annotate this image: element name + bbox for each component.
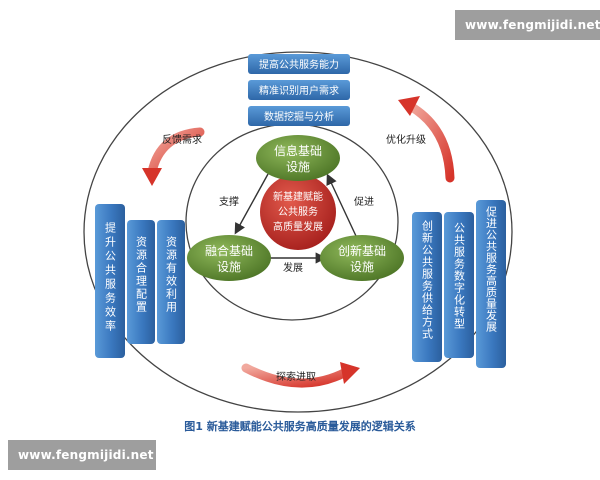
node-fusion-line-2: 设施 [217, 260, 241, 274]
promote-label: 促进 [354, 195, 374, 208]
node-innovation [320, 235, 404, 281]
node-fusion [187, 235, 271, 281]
outer-ring [83, 51, 513, 413]
top-box-1 [248, 54, 350, 74]
node-info [256, 135, 340, 181]
node-fusion-line-1: 融合基础 [205, 243, 253, 258]
left-column-2-label: 资源合理配置 [135, 236, 148, 314]
explore-label: 探索进取 [276, 370, 316, 383]
upgrade-label: 优化升级 [386, 133, 426, 146]
feedback-arrow [142, 127, 205, 186]
node-innovation-line-1: 创新基础 [338, 243, 386, 258]
top-box-1-label: 提高公共服务能力 [259, 58, 339, 71]
left-column-1-label: 提升公共服务效率 [104, 222, 117, 334]
promote-connector [326, 173, 357, 237]
support-connector [234, 173, 269, 235]
right-column-group: 创新公共服务供给方式 公共服务数字化转型 促进公共服务高质量发展 [412, 200, 506, 368]
figure-caption: 图1 新基建赋能公共服务高质量发展的逻辑关系 [184, 419, 415, 433]
right-column-3-label: 促进公共服务高质量发展 [485, 205, 498, 333]
left-column-3-label: 资源有效利用 [165, 236, 178, 314]
explore-arrow [241, 362, 360, 388]
center-line-2: 公共服务 [278, 205, 318, 218]
right-column-2 [444, 212, 474, 358]
node-info-line-1: 信息基础 [274, 143, 322, 158]
right-column-2-label: 公共服务数字化转型 [453, 222, 466, 330]
upgrade-arrow [398, 96, 455, 183]
left-column-group: 提升公共服务效率 资源合理配置 资源有效利用 [95, 204, 185, 358]
watermark-top: www.fengmijidi.net [455, 10, 600, 40]
node-info-line-2: 设施 [286, 160, 310, 174]
center-line-3: 高质量发展 [273, 220, 323, 233]
top-box-2-label: 精准识别用户需求 [259, 84, 339, 97]
left-column-1 [95, 204, 125, 358]
develop-label: 发展 [283, 261, 303, 274]
right-column-3 [476, 200, 506, 368]
watermark-bottom: www.fengmijidi.net [8, 440, 156, 470]
right-column-1 [412, 212, 442, 362]
top-box-3-label: 数据挖掘与分析 [264, 110, 334, 123]
node-innovation-line-2: 设施 [350, 260, 374, 274]
top-box-2 [248, 80, 350, 100]
center-line-1: 新基建赋能 [273, 190, 323, 203]
left-column-3 [157, 220, 185, 344]
top-box-group: 提高公共服务能力 精准识别用户需求 数据挖掘与分析 [248, 54, 350, 126]
feedback-label: 反馈需求 [162, 133, 202, 146]
top-box-3 [248, 106, 350, 126]
left-column-2 [127, 220, 155, 344]
support-label: 支撑 [219, 195, 239, 208]
center-circle [260, 174, 336, 250]
right-column-1-label: 创新公共服务供给方式 [421, 220, 434, 340]
